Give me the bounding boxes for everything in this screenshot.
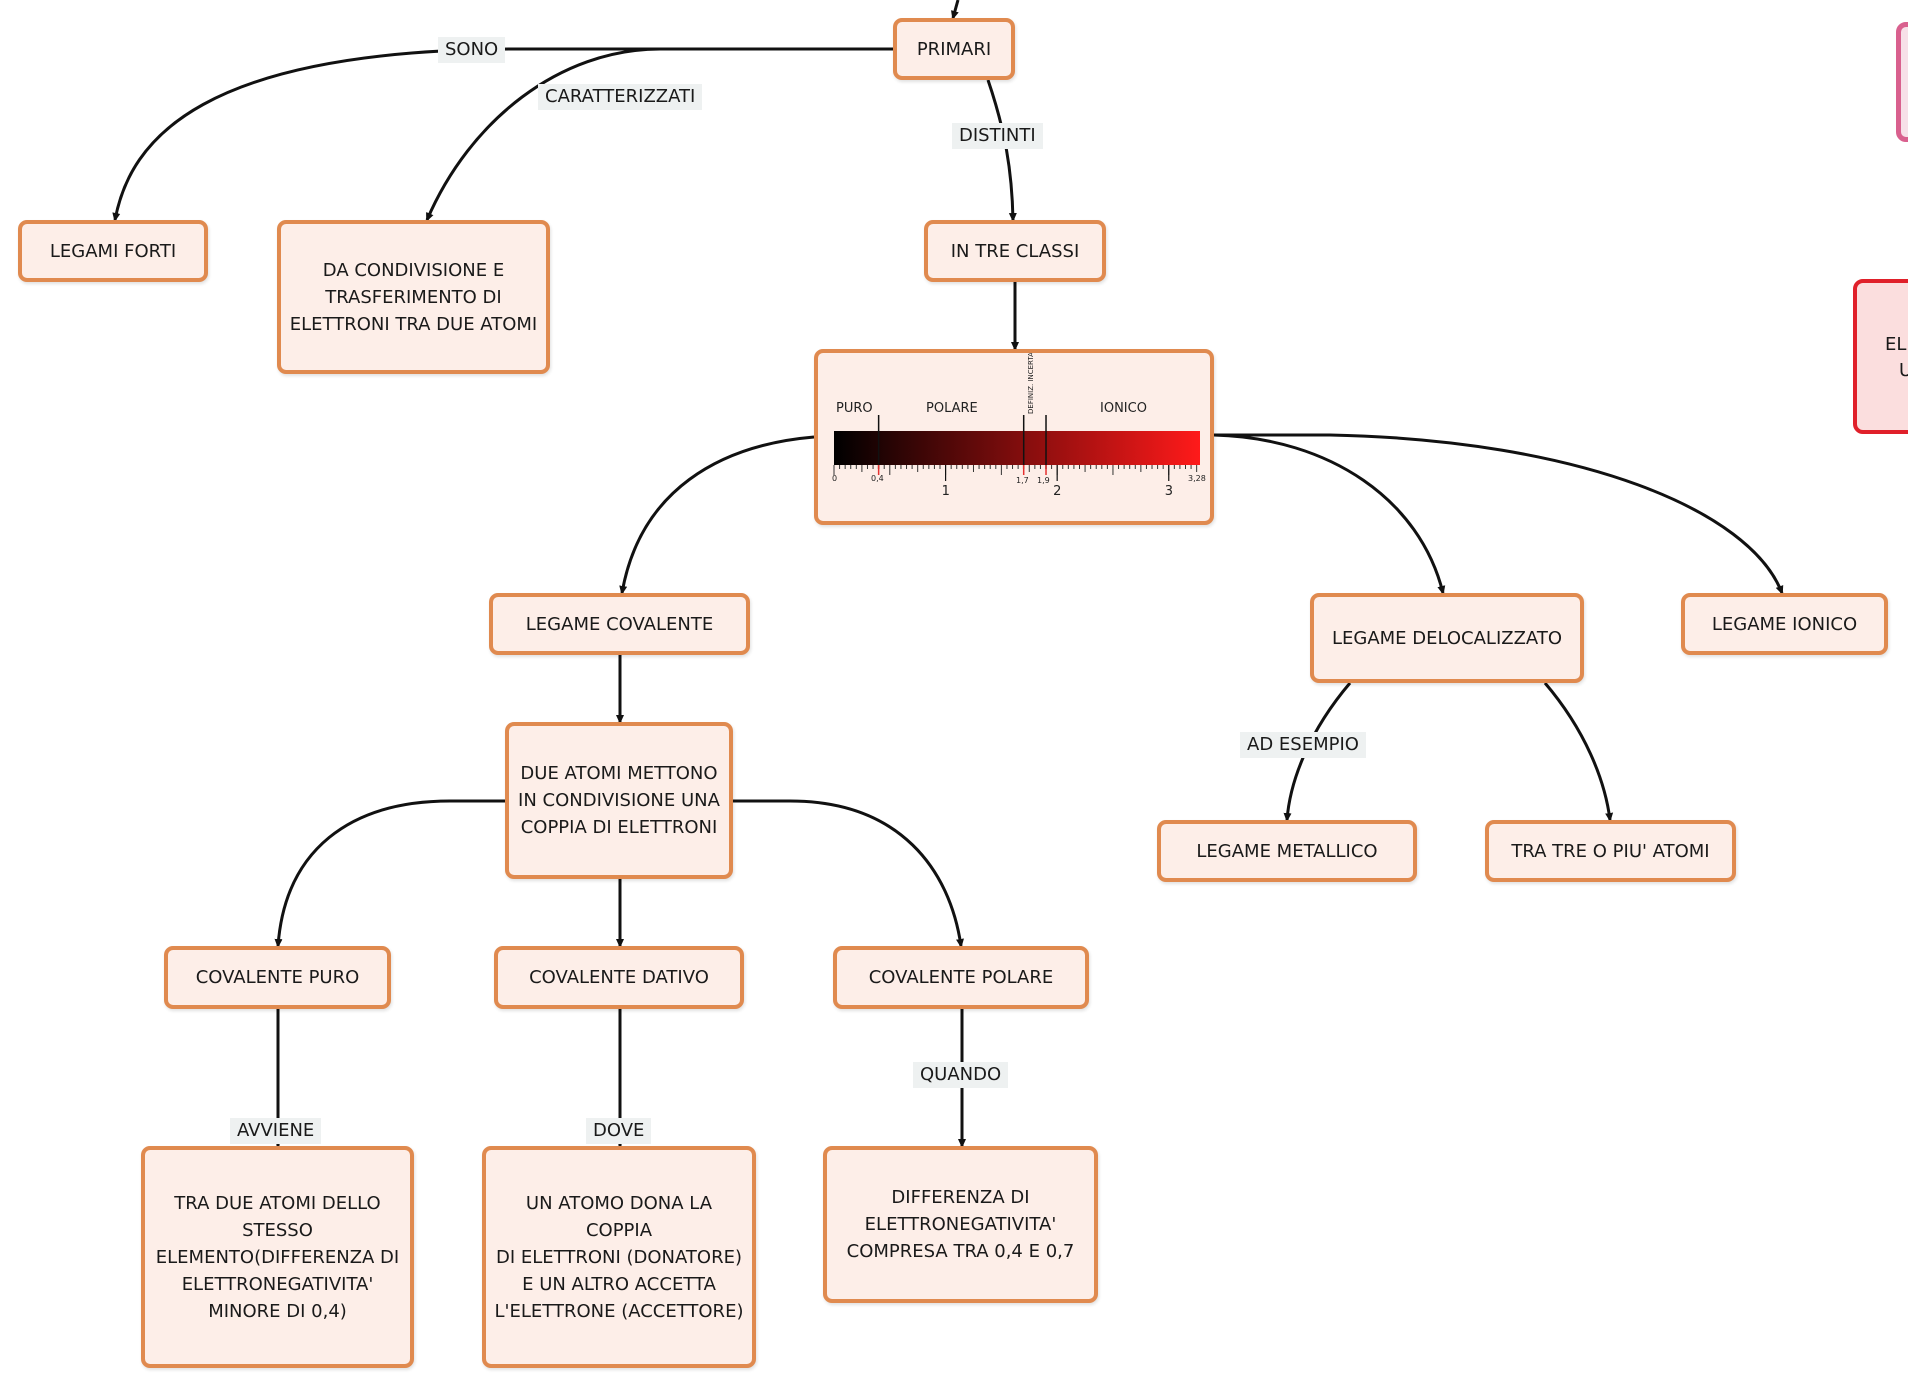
node-legami-forti-text: LEGAMI FORTI (49, 240, 177, 262)
node-legame-covalente-text: LEGAME COVALENTE (525, 613, 714, 635)
node-tra-tre-atomi-text: TRA TRE O PIU' ATOMI (1511, 840, 1710, 862)
node-covalente-dativo-text: COVALENTE DATIVO (529, 967, 709, 988)
node-un-atomo-dona[interactable]: UN ATOMO DONA LA COPPIA DI ELETTRONI (DO… (482, 1146, 756, 1368)
node-legame-delocalizzato[interactable]: LEGAME DELOCALIZZATO (1310, 593, 1584, 683)
edge-primari-in-tre-classi (986, 79, 1017, 222)
node-primari-text: PRIMARI (916, 38, 992, 60)
node-legame-ionico[interactable]: LEGAME IONICO (1681, 593, 1888, 655)
scale-label-1-9: 1,9 (1037, 476, 1050, 485)
node-da-condivisione-line-3: ELETTRONI TRA DUE ATOMI (289, 313, 538, 335)
partial-pink-node[interactable] (1896, 22, 1908, 142)
scale-label-0-4: 0,4 (871, 474, 884, 483)
node-tra-due-atomi-line-3: ELEMENTO(DIFFERENZA DI (155, 1246, 400, 1268)
scale-label-0: 0 (832, 474, 837, 483)
node-legame-metallico[interactable]: LEGAME METALLICO (1157, 820, 1417, 882)
edge-scale-legame-delocalizzato (1213, 433, 1446, 595)
scale-region-ionico: IONICO (1100, 401, 1147, 416)
scale-label-1-7: 1,7 (1016, 476, 1029, 485)
edge-label-dove: DOVE (586, 1118, 652, 1144)
node-covalente-polare[interactable]: COVALENTE POLARE (833, 946, 1089, 1009)
edge-label-sono: SONO (438, 37, 506, 63)
node-tra-due-atomi[interactable]: TRA DUE ATOMI DELLO STESSO ELEMENTO(DIFF… (141, 1146, 414, 1368)
scale-markers (877, 415, 1047, 475)
node-un-atomo-dona-line-3: E UN ALTRO ACCETTA (522, 1273, 716, 1295)
node-tra-due-atomi-line-5: MINORE DI 0,4) (208, 1300, 347, 1322)
node-in-tre-classi[interactable]: IN TRE CLASSI (924, 220, 1106, 282)
scale-region-definiz-incerta: DEFINIZ. INCERTA (1027, 353, 1035, 414)
node-legame-covalente[interactable]: LEGAME COVALENTE (489, 593, 750, 655)
edge-due-atomi-covalente-polare (733, 799, 964, 948)
edge-label-quando: QUANDO (913, 1062, 1009, 1088)
scale-region-puro: PURO (836, 401, 873, 416)
node-covalente-puro[interactable]: COVALENTE PURO (164, 946, 391, 1009)
node-legame-ionico-text: LEGAME IONICO (1711, 613, 1858, 635)
scale-gradient-bar (834, 431, 1200, 465)
edge-delocalizzato-tra-tre (1543, 682, 1614, 822)
node-due-atomi[interactable]: DUE ATOMI METTONO IN CONDIVISIONE UNA CO… (505, 722, 733, 879)
edge-due-atomi-covalente-puro (274, 799, 505, 948)
node-tra-due-atomi-line-4: ELETTRONEGATIVITA' (181, 1273, 374, 1295)
partial-red-node[interactable]: ELI U (1853, 279, 1908, 434)
node-in-tre-classi-text: IN TRE CLASSI (950, 240, 1080, 262)
node-differenza-line-1: DIFFERENZA DI (891, 1187, 1030, 1208)
scale-major-tick-label: 3 (1165, 484, 1173, 499)
edge-scale-legame-ionico (1214, 433, 1784, 595)
edge-label-avviene: AVVIENE (230, 1118, 322, 1144)
node-legame-metallico-text: LEGAME METALLICO (1196, 840, 1378, 862)
node-primari[interactable]: PRIMARI (893, 18, 1015, 80)
node-un-atomo-dona-line-4: L'ELETTRONE (ACCETTORE) (494, 1300, 744, 1322)
edge-label-caratterizzati: CARATTERIZZATI (538, 84, 703, 110)
edge-label-distinti: DISTINTI (952, 123, 1043, 149)
node-due-atomi-line-3: COPPIA DI ELETTRONI (520, 817, 718, 838)
scale-region-polare: POLARE (926, 401, 978, 416)
node-covalente-puro-text: COVALENTE PURO (195, 967, 360, 988)
edge-top-entry (951, 0, 960, 20)
node-due-atomi-line-2: IN CONDIVISIONE UNA (518, 790, 720, 811)
scale-ticks (833, 465, 1198, 475)
node-differenza-line-2: ELETTRONEGATIVITA' (864, 1214, 1057, 1235)
edge-scale-legame-covalente (619, 435, 815, 595)
node-differenza-line-3: COMPRESA TRA 0,4 E 0,7 (846, 1241, 1075, 1262)
partial-red-line-2: U (1899, 360, 1908, 381)
scale-major-ticks: 1 2 3 (942, 465, 1173, 499)
node-due-atomi-line-1: DUE ATOMI METTONO (520, 763, 718, 784)
scale-major-tick-label: 2 (1053, 484, 1061, 499)
node-tra-tre-atomi[interactable]: TRA TRE O PIU' ATOMI (1485, 820, 1736, 882)
node-un-atomo-dona-line-2: DI ELETTRONI (DONATORE) (495, 1246, 742, 1268)
edge-label-ad-esempio: AD ESEMPIO (1240, 732, 1366, 758)
node-da-condivisione-line-2: TRASFERIMENTO DI (325, 286, 502, 308)
scale-major-tick-label: 1 (942, 484, 950, 499)
edge-primari-da-condivisione (425, 47, 893, 222)
partial-red-line-1: ELI (1885, 334, 1908, 355)
node-differenza[interactable]: DIFFERENZA DI ELETTRONEGATIVITA' COMPRES… (823, 1146, 1098, 1303)
scale-label-3-28: 3,28 (1188, 474, 1206, 483)
node-legami-forti[interactable]: LEGAMI FORTI (18, 220, 208, 282)
node-legame-delocalizzato-text: LEGAME DELOCALIZZATO (1331, 627, 1563, 649)
node-covalente-polare-text: COVALENTE POLARE (868, 967, 1054, 988)
edge-primari-legami-forti (112, 47, 893, 222)
node-covalente-dativo[interactable]: COVALENTE DATIVO (494, 946, 744, 1009)
node-tra-due-atomi-line-1: TRA DUE ATOMI DELLO (174, 1192, 381, 1214)
node-da-condivisione-line-1: DA CONDIVISIONE E (322, 259, 505, 281)
node-da-condivisione[interactable]: DA CONDIVISIONE E TRASFERIMENTO DI ELETT… (277, 220, 550, 374)
node-un-atomo-dona-line-1: UN ATOMO DONA LA COPPIA (525, 1192, 713, 1241)
node-tra-due-atomi-line-2: STESSO (242, 1219, 313, 1241)
